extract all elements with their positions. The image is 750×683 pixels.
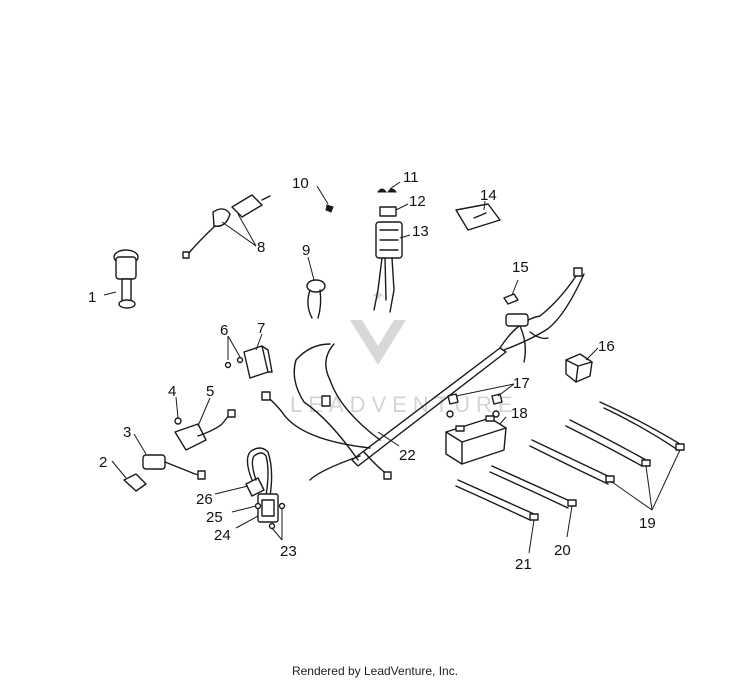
- part-25-spacer[interactable]: [254, 502, 262, 510]
- part-13-cdi-unit[interactable]: [373, 221, 403, 313]
- callout-4: 4: [168, 383, 176, 400]
- callout-9: 9: [302, 242, 310, 259]
- part-11-cap[interactable]: [377, 188, 397, 193]
- callout-26: 26: [196, 491, 213, 508]
- callout-19: 19: [639, 515, 656, 532]
- footer-credit: Rendered by LeadVenture, Inc.: [291, 664, 459, 678]
- callout-24: 24: [214, 527, 231, 544]
- part-21-strap[interactable]: [455, 479, 539, 521]
- callout-17: 17: [513, 375, 530, 392]
- part-15-clip[interactable]: [503, 293, 519, 305]
- callout-13: 13: [412, 223, 429, 240]
- callout-20: 20: [554, 542, 571, 559]
- part-18-battery[interactable]: [445, 415, 507, 465]
- callout-23: 23: [280, 543, 297, 560]
- callout-8: 8: [257, 239, 265, 256]
- part-4-clip[interactable]: [174, 417, 182, 425]
- part-9-lamp[interactable]: [306, 279, 326, 319]
- callout-22: 22: [399, 447, 416, 464]
- callout-10: 10: [292, 175, 309, 192]
- callout-3: 3: [123, 424, 131, 441]
- callout-15: 15: [512, 259, 529, 276]
- part-2-bracket[interactable]: [123, 473, 147, 492]
- part-24-ignition-coil[interactable]: [246, 447, 279, 523]
- part-17-terminals[interactable]: [446, 393, 503, 418]
- part-16-relay[interactable]: [565, 353, 593, 383]
- callout-18: 18: [511, 405, 528, 422]
- callout-16: 16: [598, 338, 615, 355]
- callout-14: 14: [480, 187, 497, 204]
- callout-6: 6: [220, 322, 228, 339]
- callout-1: 1: [88, 289, 96, 306]
- part-3-switch[interactable]: [142, 454, 206, 480]
- part-7-module[interactable]: [243, 345, 273, 379]
- part-8-switch-assembly[interactable]: [182, 194, 271, 259]
- leader-lines: [103, 181, 681, 554]
- callout-2: 2: [99, 454, 107, 471]
- callout-11: 11: [403, 169, 419, 186]
- part-19-straps[interactable]: [529, 401, 685, 485]
- callout-21: 21: [515, 556, 532, 573]
- part-10-fastener[interactable]: [325, 204, 334, 213]
- callout-12: 12: [409, 193, 426, 210]
- part-12-connector[interactable]: [379, 206, 397, 217]
- callout-7: 7: [257, 320, 265, 337]
- part-1-key-switch[interactable]: [113, 249, 139, 309]
- part-5-regulator[interactable]: [174, 409, 236, 451]
- callout-25: 25: [206, 509, 223, 526]
- part-14-cover[interactable]: [455, 203, 501, 231]
- part-26-plug-cap[interactable]: [245, 477, 265, 497]
- callout-labels: 1 2 3 4 5 6 7 8 9 10 11 12 13 14 15 16 1…: [88, 169, 656, 573]
- callout-5: 5: [206, 383, 214, 400]
- part-20-strap[interactable]: [489, 465, 577, 509]
- part-22-wiring-harness[interactable]: [261, 267, 585, 481]
- part-6-fasteners[interactable]: [224, 356, 244, 369]
